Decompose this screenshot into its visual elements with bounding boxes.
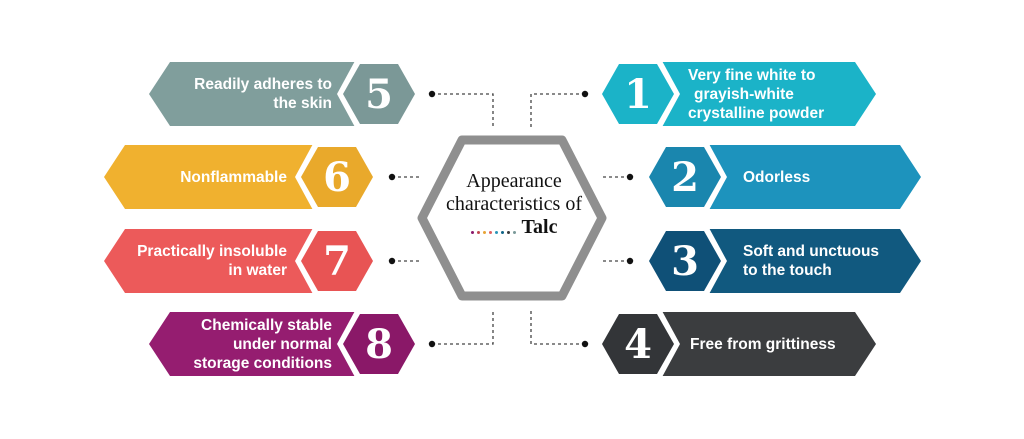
brand-name: Talc [521, 216, 558, 238]
connector-5 [432, 93, 494, 128]
label-3-line-2: to the touch [743, 262, 832, 279]
banner-5 [149, 62, 362, 126]
number-2: 2 [649, 147, 721, 207]
connector-4 [530, 310, 585, 345]
label-8-line-1: Chemically stable [201, 316, 332, 334]
label-5-line-2: the skin [273, 95, 332, 112]
label-7-line-2: in water [228, 262, 287, 279]
banner-8 [149, 312, 362, 376]
decor-dot [512, 230, 516, 234]
connector-8 [432, 310, 494, 345]
center-title: Appearance characteristics of Talc [438, 170, 590, 240]
dot-row-decoration [470, 217, 519, 240]
number-hexagon-1 [602, 64, 674, 124]
number-hexagon-7 [301, 231, 373, 291]
number-hexagon-5 [343, 64, 415, 124]
number-8-text: 8 [365, 320, 393, 368]
label-2: Odorless [743, 145, 903, 209]
label-5-line-1: Readily adheres to [194, 76, 332, 93]
label-3-line-1: Soft and unctuous [743, 243, 880, 260]
number-2-text: 2 [671, 153, 699, 201]
number-hexagon-3 [649, 231, 721, 291]
center-line-3: Talc [438, 216, 590, 240]
banner-4 [660, 312, 876, 376]
banner-3 [705, 229, 921, 293]
label-1-line-1: Very fine white to [688, 66, 816, 84]
label-5: Readily adheres to the skin [160, 62, 332, 126]
label-6-line-1: Nonflammable [180, 168, 287, 186]
label-1-line-3: crystalline powder [688, 104, 825, 122]
label-2-line-1: Odorless [743, 168, 811, 186]
connector-dots [388, 90, 634, 348]
number-7: 7 [301, 231, 373, 291]
number-hexagon-4 [602, 314, 674, 374]
banner-2 [705, 145, 921, 209]
decor-dot [482, 230, 486, 234]
number-6: 6 [301, 147, 373, 207]
number-hexagon-6 [301, 147, 373, 207]
decor-dot [476, 230, 480, 234]
decor-dot [470, 230, 474, 234]
label-8-line-2: under normal [232, 335, 332, 353]
number-4-text: 4 [624, 320, 652, 368]
center-hexagon [417, 135, 607, 301]
center-line-1: Appearance [466, 170, 562, 192]
number-7-text: 7 [323, 237, 351, 285]
number-8: 8 [343, 314, 415, 374]
number-5: 5 [343, 64, 415, 124]
number-4: 4 [602, 314, 674, 374]
decor-dot [488, 230, 492, 234]
number-1: 1 [602, 64, 674, 124]
banner-7 [104, 229, 320, 293]
label-4-line-1: Free from grittiness [690, 335, 836, 353]
connector-lines [392, 93, 630, 345]
label-8-line-3: storage conditions [193, 354, 332, 372]
number-hexagon-2 [649, 147, 721, 207]
number-1-text: 1 [624, 70, 652, 118]
decor-dot [506, 230, 510, 234]
label-7: Practically insoluble in water [112, 229, 287, 293]
label-1-line-2: grayish-white [694, 85, 794, 103]
connector-1 [530, 93, 585, 128]
banner-6 [104, 145, 320, 209]
center-line-2: characteristics of [445, 193, 583, 215]
label-4: Free from grittiness [690, 312, 860, 376]
number-hexagon-8 [343, 314, 415, 374]
number-3: 3 [649, 231, 721, 291]
decor-dot [500, 230, 504, 234]
label-6: Nonflammable [115, 145, 287, 209]
label-3: Soft and unctuous to the touch [743, 229, 908, 293]
number-6-text: 6 [323, 153, 351, 201]
decor-dot [494, 230, 498, 234]
label-7-line-1: Practically insoluble [137, 243, 287, 260]
number-5-text: 5 [365, 70, 393, 118]
banner-1 [660, 62, 876, 126]
number-3-text: 3 [671, 237, 699, 285]
